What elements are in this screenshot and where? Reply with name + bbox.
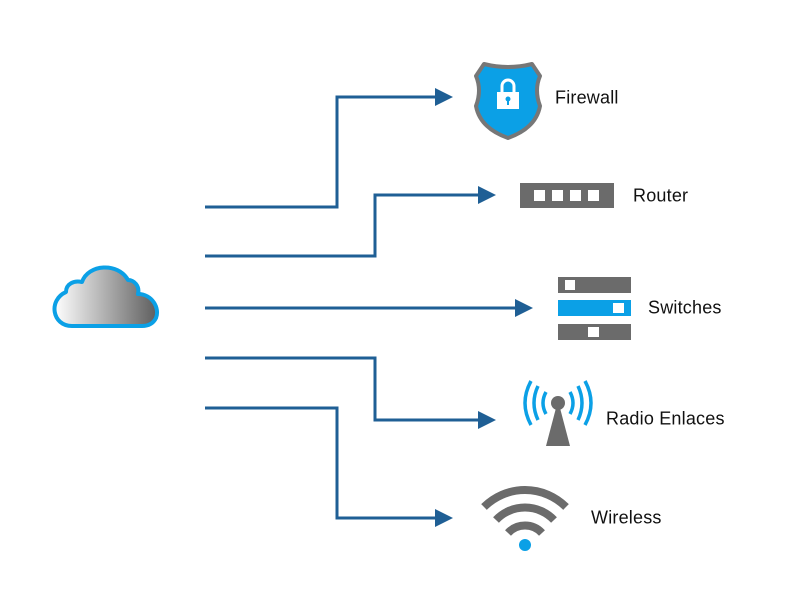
wifi-icon	[481, 486, 569, 551]
router-icon	[520, 183, 614, 208]
cloud-icon	[52, 265, 159, 328]
connector-router	[205, 186, 496, 258]
connector-firewall	[205, 88, 453, 209]
label-switches: Switches	[648, 297, 722, 318]
connector-wireless	[205, 406, 453, 527]
switches-icon	[558, 277, 631, 340]
radio-tower-icon	[523, 380, 593, 446]
shield-lock-icon	[474, 62, 542, 140]
label-router: Router	[633, 185, 689, 206]
connector-radio	[205, 356, 496, 429]
label-firewall: Firewall	[555, 87, 619, 108]
label-radio-enlaces: Radio Enlaces	[606, 408, 725, 429]
label-wireless: Wireless	[591, 507, 662, 528]
